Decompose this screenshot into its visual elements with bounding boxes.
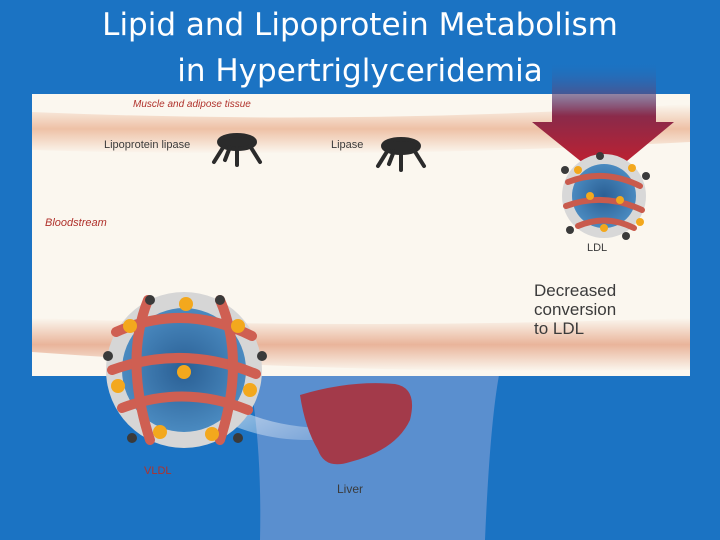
lipoprotein-lipase-enzyme xyxy=(212,133,262,167)
muscle-adipose-label: Muscle and adipose tissue xyxy=(133,99,251,110)
slide-title-line-2: in Hypertriglyceridemia xyxy=(177,53,543,89)
vldl-particle xyxy=(103,292,267,448)
decreased-conversion-line-2: conversion xyxy=(534,300,617,319)
decreased-conversion-line-3: to LDL xyxy=(534,319,585,338)
lipase-label: Lipase xyxy=(331,139,364,151)
lipase-enzyme xyxy=(376,137,426,172)
bloodstream-label: Bloodstream xyxy=(45,217,107,229)
decreased-conversion-line-1: Decreased xyxy=(534,281,617,300)
ldl-particle xyxy=(561,152,650,240)
vldl-label: VLDL xyxy=(144,465,172,477)
slide-title-line-1: Lipid and Lipoprotein Metabolism xyxy=(102,7,618,43)
lipoprotein-lipase-label: Lipoprotein lipase xyxy=(104,139,191,151)
liver-label: Liver xyxy=(337,482,364,496)
ldl-label: LDL xyxy=(587,242,608,254)
vessel-wall-top xyxy=(32,104,690,154)
decreased-conversion-arrow xyxy=(532,64,674,180)
liver-organ xyxy=(300,383,413,465)
